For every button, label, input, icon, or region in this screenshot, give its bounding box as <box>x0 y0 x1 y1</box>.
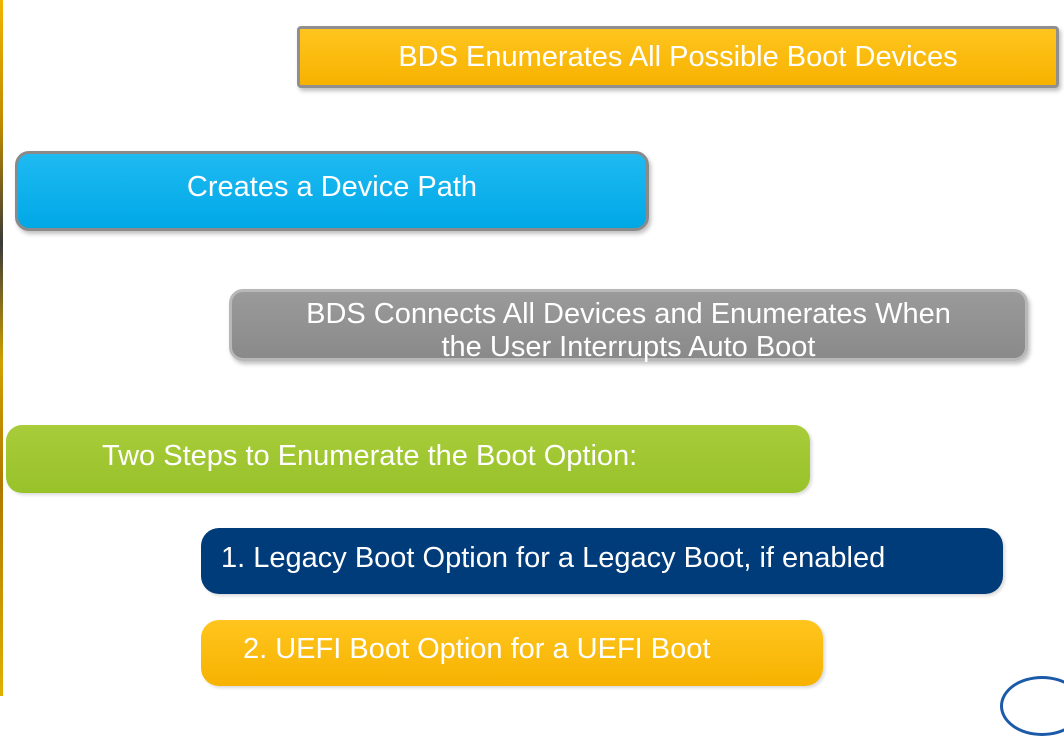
legacy-boot-option-box: 1. Legacy Boot Option for a Legacy Boot,… <box>201 528 1003 594</box>
device-path-box: Creates a Device Path <box>15 151 649 231</box>
bds-enumerates-box: BDS Enumerates All Possible Boot Devices <box>297 26 1059 88</box>
two-steps-box: Two Steps to Enumerate the Boot Option: <box>6 425 810 493</box>
device-path-label: Creates a Device Path <box>186 170 478 203</box>
two-steps-label: Two Steps to Enumerate the Boot Option: <box>102 439 638 472</box>
connect-all-devices-text: BDS Connects All Devices and Enumerates … <box>306 300 951 362</box>
connect-all-devices-box: BDS Connects All Devices and Enumerates … <box>229 289 1028 362</box>
uefi-boot-option-box: 2. UEFI Boot Option for a UEFI Boot <box>201 620 823 686</box>
legacy-boot-option-label: 1. Legacy Boot Option for a Legacy Boot,… <box>221 541 886 574</box>
bds-enumerates-label: BDS Enumerates All Possible Boot Devices <box>398 40 958 73</box>
logo-arc <box>1000 676 1064 736</box>
connect-all-devices-line1: BDS Connects All Devices and Enumerates … <box>306 298 951 330</box>
uefi-boot-option-label: 2. UEFI Boot Option for a UEFI Boot <box>243 632 711 665</box>
left-edge-stripe <box>0 0 3 696</box>
connect-all-devices-line2: the User Interrupts Auto Boot <box>441 331 816 363</box>
